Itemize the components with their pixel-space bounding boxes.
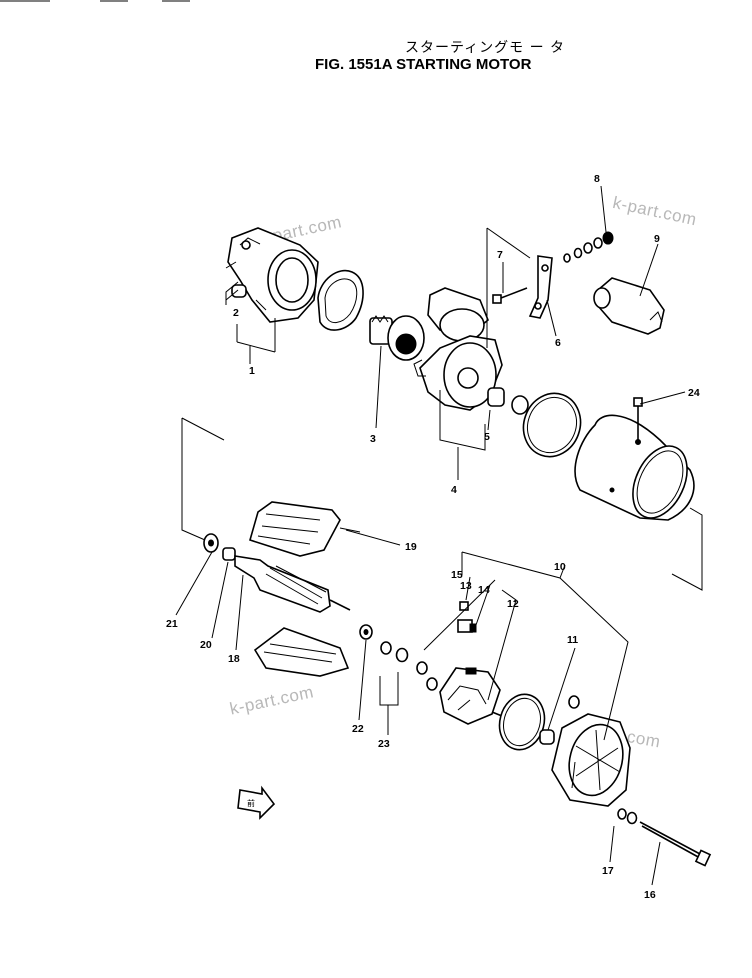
callout-16: 16 (644, 889, 656, 901)
figure-title: FIG. 1551A STARTING MOTOR (315, 56, 532, 73)
brush-holder-part (439, 667, 503, 725)
callout-4: 4 (451, 484, 457, 496)
bushing-part-5 (487, 387, 529, 415)
field-coil-lower-part (253, 627, 350, 677)
callout-14: 14 (478, 584, 490, 596)
callout-8: 8 (594, 173, 600, 185)
callout-24: 24 (688, 387, 700, 399)
callout-15: 15 (451, 569, 463, 581)
bolt-part-7 (492, 287, 528, 304)
washer-set-part-17 (617, 808, 638, 825)
o-ring-lower-part (498, 693, 546, 751)
front-housing-part (225, 227, 319, 323)
callout-20: 20 (200, 639, 212, 651)
yoke-part (574, 414, 695, 521)
callout-12: 12 (507, 598, 519, 610)
bushing-part-11 (539, 729, 555, 745)
field-coil-part (249, 501, 361, 557)
callout-17: 17 (602, 865, 614, 877)
part-callouts: 1 2 3 4 5 6 7 8 9 10 11 12 13 14 15 16 1… (166, 173, 700, 901)
callout-9: 9 (654, 233, 660, 245)
figure-title-japanese: スターティングモ ー タ (405, 40, 566, 56)
gear-housing-part (413, 287, 503, 411)
washer-part-22 (359, 624, 373, 640)
callout-21: 21 (166, 618, 178, 630)
arrow-label: 前 (247, 798, 255, 808)
callout-7: 7 (497, 249, 503, 261)
callout-19: 19 (405, 541, 417, 553)
callout-18: 18 (228, 653, 240, 665)
callout-3: 3 (370, 433, 376, 445)
armature-part (222, 547, 351, 613)
callout-5: 5 (484, 431, 490, 443)
leader-lines (175, 185, 703, 886)
callout-22: 22 (352, 723, 364, 735)
pinion-drive-part (369, 315, 425, 361)
washer-part-21 (203, 533, 219, 553)
bolt-part-24 (633, 397, 643, 440)
callout-1: 1 (249, 365, 255, 377)
through-bolt-part-16 (639, 821, 712, 867)
front-direction-arrow: 前 (237, 785, 276, 820)
washer-set-part-23 (380, 641, 409, 663)
gasket-part (317, 269, 364, 331)
callout-10: 10 (554, 561, 566, 573)
rear-cover-part (551, 695, 631, 807)
washer-set-part-8 (563, 231, 614, 263)
callout-6: 6 (555, 337, 561, 349)
callout-11: 11 (567, 634, 578, 646)
brush-spring-parts (416, 601, 477, 691)
callout-2: 2 (233, 307, 239, 319)
shift-lever-part (528, 255, 553, 319)
callout-23: 23 (378, 738, 390, 750)
bushing-part-2 (231, 284, 247, 298)
callout-13: 13 (460, 580, 472, 592)
o-ring-part (522, 392, 582, 458)
magnetic-switch-part (593, 277, 665, 335)
